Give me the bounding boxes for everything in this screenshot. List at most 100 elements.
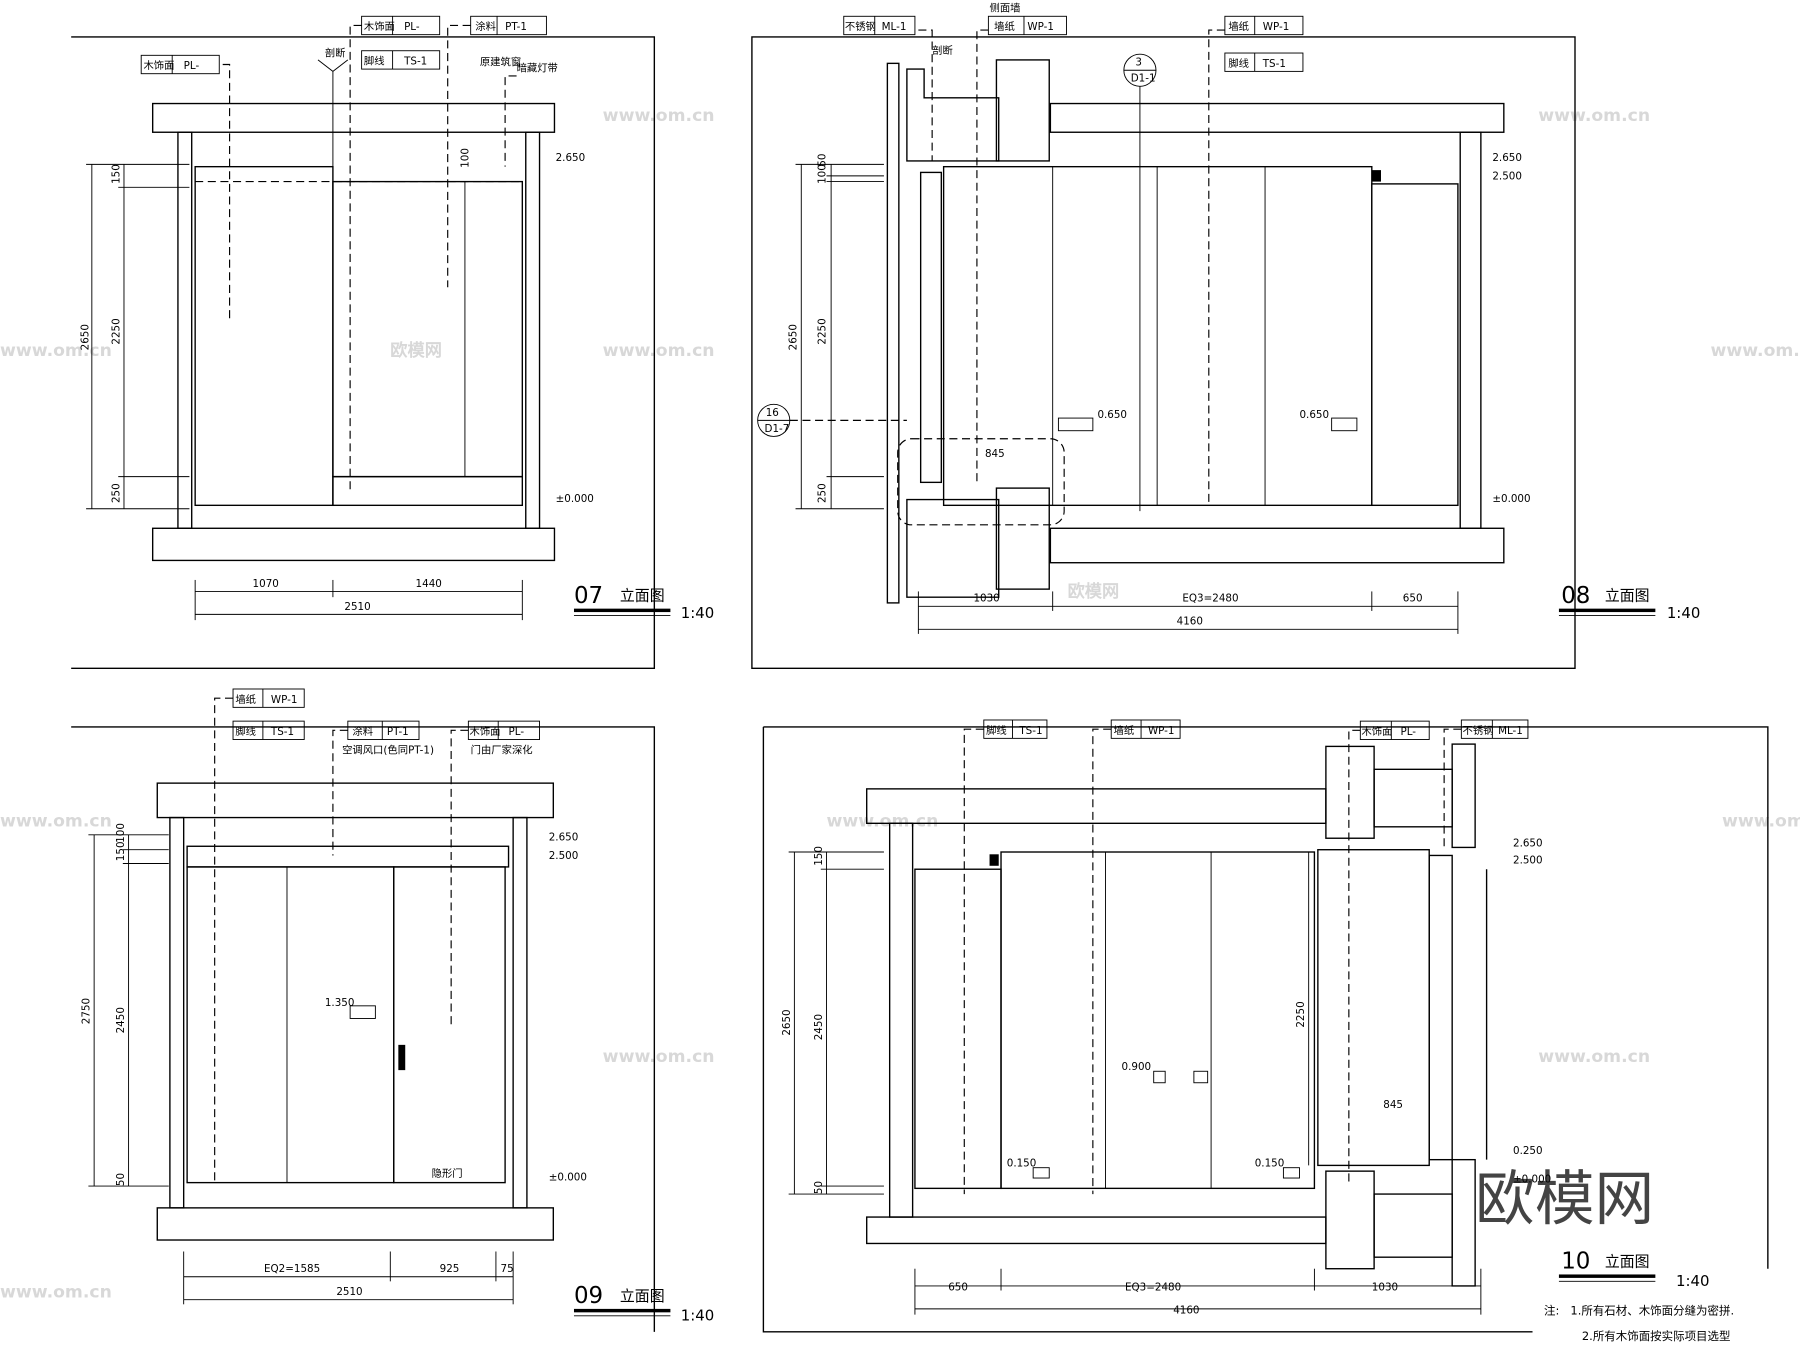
wall-right — [512, 816, 528, 1209]
svg-text:925: 925 — [440, 1263, 460, 1275]
svg-text:0.650: 0.650 — [1299, 409, 1329, 421]
svg-text:TS-1: TS-1 — [403, 56, 427, 68]
watermark-text: www.om.cn — [1710, 341, 1800, 361]
horizontal-dimensions: 1070 1440 2510 — [194, 578, 523, 621]
svg-text:845: 845 — [1383, 1099, 1403, 1111]
svg-text:TS-1: TS-1 — [1018, 725, 1042, 737]
svg-text:注:: 注: — [1544, 1304, 1559, 1318]
svg-text:150: 150 — [115, 841, 127, 861]
svg-text:2510: 2510 — [336, 1286, 362, 1298]
wall-right — [1459, 131, 1482, 529]
wallpaper-panel — [942, 165, 1373, 507]
svg-text:1.所有石材、木饰面分缝为密拼.: 1.所有石材、木饰面分缝为密拼. — [1570, 1304, 1734, 1318]
svg-text:WP-1: WP-1 — [1148, 725, 1175, 737]
wallpaper-panel — [914, 868, 1002, 1190]
watermark-text: www.om.cn — [827, 812, 939, 832]
svg-text:原建筑窗: 原建筑窗 — [480, 56, 521, 69]
svg-text:不锈钢: 不锈钢 — [845, 20, 876, 33]
svg-text:50: 50 — [813, 1181, 825, 1194]
baseboard — [332, 475, 524, 507]
svg-text:暗藏灯带: 暗藏灯带 — [517, 61, 558, 74]
column-section — [906, 498, 1000, 598]
svg-text:木饰面: 木饰面 — [364, 20, 395, 33]
horizontal-dimensions: 1030 EQ3=2480 650 4160 — [917, 591, 1459, 634]
section-callout: 3D1-1 — [1123, 53, 1157, 512]
svg-text:2650: 2650 — [781, 1009, 793, 1035]
svg-text:木饰面: 木饰面 — [470, 725, 501, 738]
svg-text:立面图: 立面图 — [620, 587, 665, 605]
svg-text:0.250: 0.250 — [1513, 1145, 1543, 1157]
horizontal-dimensions: EQ2=1585 925 75 2510 — [183, 1251, 514, 1305]
svg-text:ML-1: ML-1 — [882, 21, 907, 33]
stainless-trim — [919, 171, 943, 484]
svg-text:4160: 4160 — [1177, 616, 1203, 628]
watermark-text: www.om.cn — [603, 1047, 715, 1067]
material-tag: 涂料 PT-1 — [447, 15, 547, 288]
svg-text:PT-1: PT-1 — [505, 21, 527, 33]
svg-text:脚线: 脚线 — [986, 724, 1007, 737]
elevation-title: 08 立面图 1:40 — [1558, 583, 1700, 622]
svg-text:立面图: 立面图 — [620, 1287, 665, 1305]
svg-text:EQ3=2480: EQ3=2480 — [1182, 593, 1238, 605]
svg-text:涂料: 涂料 — [475, 20, 496, 33]
watermark-text: 欧模网 — [390, 340, 442, 361]
svg-text:EQ2=1585: EQ2=1585 — [264, 1263, 320, 1275]
svg-text:50: 50 — [816, 154, 828, 167]
wall-left — [177, 131, 193, 529]
svg-text:1070: 1070 — [253, 578, 279, 590]
ceiling-slab — [151, 102, 556, 133]
watermark-text: www.om.cn — [603, 341, 715, 361]
wallpaper-panel — [1371, 183, 1459, 507]
svg-text:50: 50 — [115, 1173, 127, 1186]
svg-text:650: 650 — [1403, 593, 1423, 605]
svg-text:09: 09 — [574, 1283, 603, 1309]
svg-text:空调风口(色同PT-1): 空调风口(色同PT-1) — [342, 743, 434, 756]
column-section — [906, 68, 1000, 162]
stainless-trim — [1428, 854, 1453, 1161]
socket: 0.900 0.150 0.150 — [1007, 1061, 1300, 1179]
detail-callout-box — [897, 438, 1065, 526]
svg-text:D1-1: D1-1 — [1131, 73, 1156, 85]
vertical-dimensions: 2750 150 100 2450 50 — [81, 823, 169, 1187]
elevation-title: 07 立面图 1:40 — [573, 583, 714, 622]
svg-text:2450: 2450 — [115, 1007, 127, 1033]
svg-text:16: 16 — [766, 407, 779, 419]
svg-text:0.150: 0.150 — [1007, 1158, 1037, 1170]
svg-text:PL-: PL- — [509, 726, 525, 738]
watermark-text: www.om.cn — [0, 341, 112, 361]
svg-text:WP-1: WP-1 — [1263, 21, 1290, 33]
svg-text:脚线: 脚线 — [235, 725, 256, 738]
svg-text:150: 150 — [110, 164, 122, 184]
svg-text:1:40: 1:40 — [1667, 604, 1700, 622]
watermark-text: www.om.cn — [0, 812, 112, 832]
column-section — [1373, 1193, 1453, 1258]
vertical-dimensions: 2650 150 2250 250 100 — [79, 148, 471, 510]
vertical-dimensions: 2650 100 50 2250 250 — [788, 154, 884, 510]
svg-text:150: 150 — [813, 846, 825, 866]
svg-text:845: 845 — [985, 448, 1005, 460]
svg-text:D1-7: D1-7 — [765, 423, 790, 435]
svg-text:100: 100 — [459, 148, 471, 168]
svg-text:2.500: 2.500 — [1492, 170, 1522, 182]
material-tag: 不锈钢 ML-1 — [843, 15, 933, 161]
svg-text:±0.000: ±0.000 — [1513, 1174, 1551, 1186]
horizontal-dimensions: 650 EQ3=2480 1030 4160 — [914, 1268, 1482, 1316]
svg-text:2250: 2250 — [1295, 1001, 1307, 1027]
svg-text:1.350: 1.350 — [325, 997, 355, 1009]
socket: 0.650 0.650 — [1057, 409, 1358, 432]
svg-text:650: 650 — [948, 1282, 968, 1294]
watermark-text: www.om.cn — [1722, 812, 1800, 832]
svg-text:2.650: 2.650 — [1492, 152, 1522, 164]
